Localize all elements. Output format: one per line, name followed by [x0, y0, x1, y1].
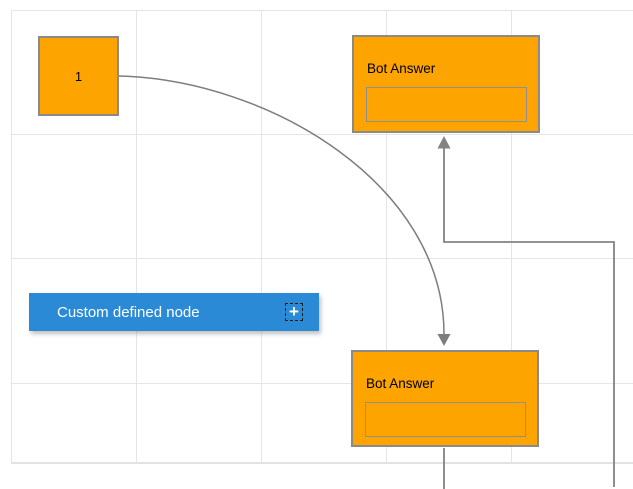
grid-line-horizontal: [11, 383, 633, 384]
grid-line-horizontal: [11, 10, 633, 11]
orthogonal-connector[interactable]: [437, 136, 615, 487]
grid-line-vertical: [511, 10, 512, 463]
bezier-connector[interactable]: [118, 75, 451, 346]
plus-icon: +: [289, 302, 299, 321]
grid-bottom-border: [11, 462, 633, 464]
bot-answer-node-bottom[interactable]: Bot Answer: [351, 350, 539, 447]
bot-answer-title: Bot Answer: [366, 376, 435, 391]
bot-answer-node-top[interactable]: Bot Answer: [352, 35, 540, 133]
custom-node-label: Custom defined node: [57, 303, 200, 321]
grid-line-horizontal: [11, 134, 633, 135]
custom-defined-node[interactable]: Custom defined node +: [29, 293, 319, 331]
grid-line-horizontal: [11, 258, 633, 259]
grid-line-vertical: [136, 10, 137, 463]
grid-line-vertical: [11, 10, 12, 463]
bot-answer-input[interactable]: [365, 402, 526, 437]
start-node[interactable]: 1: [38, 36, 119, 116]
start-node-label: 1: [74, 68, 83, 84]
arrowhead-down-icon: [437, 334, 451, 346]
arrowhead-up-icon: [437, 136, 451, 149]
bezier-connector-path[interactable]: [118, 75, 445, 335]
grid-line-vertical: [386, 10, 387, 463]
bot-answer-input[interactable]: [366, 87, 527, 122]
bot-answer-title: Bot Answer: [367, 61, 436, 76]
orthogonal-connector-path[interactable]: [443, 148, 615, 487]
add-port-handle[interactable]: +: [285, 303, 303, 321]
grid-line-vertical: [261, 10, 262, 463]
